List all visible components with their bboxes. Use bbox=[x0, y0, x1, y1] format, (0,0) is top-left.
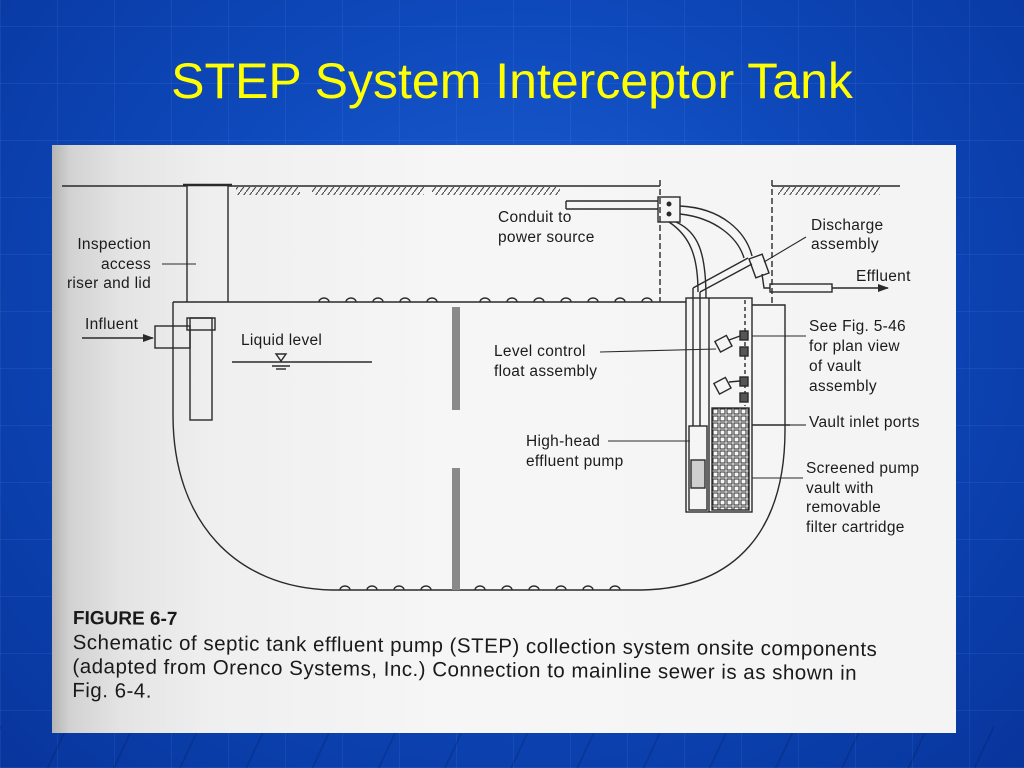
float-switch bbox=[713, 334, 733, 354]
liquid-level-indicator bbox=[232, 353, 372, 370]
label-discharge: Discharge bbox=[811, 217, 883, 234]
vault-conduit bbox=[668, 221, 707, 299]
power-cable bbox=[679, 213, 745, 259]
label-influent: Influent bbox=[85, 316, 139, 333]
label-screened-vault: removable bbox=[806, 499, 881, 516]
label-see-fig: for plan view bbox=[809, 338, 900, 355]
label-discharge: assembly bbox=[811, 236, 879, 253]
tee-body bbox=[189, 317, 213, 421]
liquid-level-marker bbox=[274, 353, 288, 363]
discharge-piping bbox=[692, 253, 889, 426]
tank-bottom-ribs bbox=[339, 585, 621, 591]
label-conduit: power source bbox=[498, 229, 595, 246]
pump-motor bbox=[690, 459, 706, 489]
label-liquid-level: Liquid level bbox=[241, 332, 322, 349]
junction-box bbox=[657, 196, 681, 223]
leader-lines bbox=[162, 236, 807, 479]
float-tag bbox=[739, 376, 749, 387]
tee-collar bbox=[186, 317, 216, 331]
label-conduit: Conduit to bbox=[498, 209, 572, 226]
label-see-fig: See Fig. 5-46 bbox=[809, 318, 906, 335]
septic-tank bbox=[172, 297, 786, 591]
junction-screw bbox=[666, 201, 672, 207]
discharge-valve bbox=[748, 253, 770, 279]
vault-housing bbox=[685, 297, 753, 513]
float-tag bbox=[739, 330, 749, 341]
label-inspection: access bbox=[101, 256, 151, 273]
conduit-pipe bbox=[565, 200, 658, 210]
label-see-fig: of vault bbox=[809, 358, 862, 375]
inspection-riser bbox=[183, 183, 232, 302]
label-screened-vault: filter cartridge bbox=[806, 519, 905, 536]
float-cord bbox=[728, 335, 741, 341]
tank-top-ribs bbox=[318, 297, 653, 303]
label-level-control: Level control bbox=[494, 343, 586, 360]
soil-hatching bbox=[312, 187, 424, 195]
label-see-fig: assembly bbox=[809, 378, 877, 395]
label-screened-vault: vault with bbox=[806, 480, 874, 497]
junction-screw bbox=[666, 211, 672, 217]
vault-access-riser bbox=[659, 180, 773, 305]
soil-hatching bbox=[432, 187, 560, 195]
filter-screen bbox=[711, 407, 750, 511]
effluent-pump bbox=[688, 425, 708, 511]
label-screened-vault: Screened pump bbox=[806, 460, 919, 477]
effluent-pipe bbox=[769, 283, 833, 293]
float-switch bbox=[712, 376, 732, 396]
discharge-hose bbox=[692, 257, 753, 293]
soil-hatching bbox=[236, 187, 300, 195]
float-tag bbox=[739, 392, 749, 403]
power-cable bbox=[679, 205, 753, 257]
slide-title: STEP System Interceptor Tank bbox=[171, 53, 853, 109]
label-pump: effluent pump bbox=[526, 453, 624, 470]
label-inspection: riser and lid bbox=[67, 275, 151, 292]
float-tag bbox=[739, 346, 749, 357]
float-cord bbox=[728, 380, 741, 383]
label-effluent: Effluent bbox=[856, 268, 911, 285]
diagram-labels: Inspection access riser and lid Influent… bbox=[67, 209, 920, 536]
leader-discharge bbox=[763, 236, 807, 263]
discharge-elbow bbox=[761, 273, 770, 289]
label-inspection: Inspection bbox=[77, 236, 151, 253]
pump-vault bbox=[685, 297, 790, 513]
baffle-wall-upper bbox=[452, 307, 460, 410]
label-vault-inlet: Vault inlet ports bbox=[809, 414, 920, 431]
tank-shell bbox=[172, 301, 786, 591]
inlet-tee bbox=[154, 317, 216, 421]
label-pump: High-head bbox=[526, 433, 600, 450]
background-rays bbox=[0, 726, 1024, 768]
ground-surface bbox=[62, 185, 900, 195]
figure-caption: FIGURE 6-7 Schematic of septic tank effl… bbox=[72, 607, 877, 710]
soil-hatching bbox=[778, 187, 880, 195]
tank-schematic: Inspection access riser and lid Influent… bbox=[62, 180, 920, 591]
baffle-wall-lower bbox=[452, 468, 460, 590]
label-level-control: float assembly bbox=[494, 363, 597, 380]
leader-level-control bbox=[599, 348, 717, 353]
power-conduit bbox=[565, 196, 753, 299]
float-assembly bbox=[712, 330, 749, 403]
figure-scan: Inspection access riser and lid Influent… bbox=[52, 145, 956, 733]
